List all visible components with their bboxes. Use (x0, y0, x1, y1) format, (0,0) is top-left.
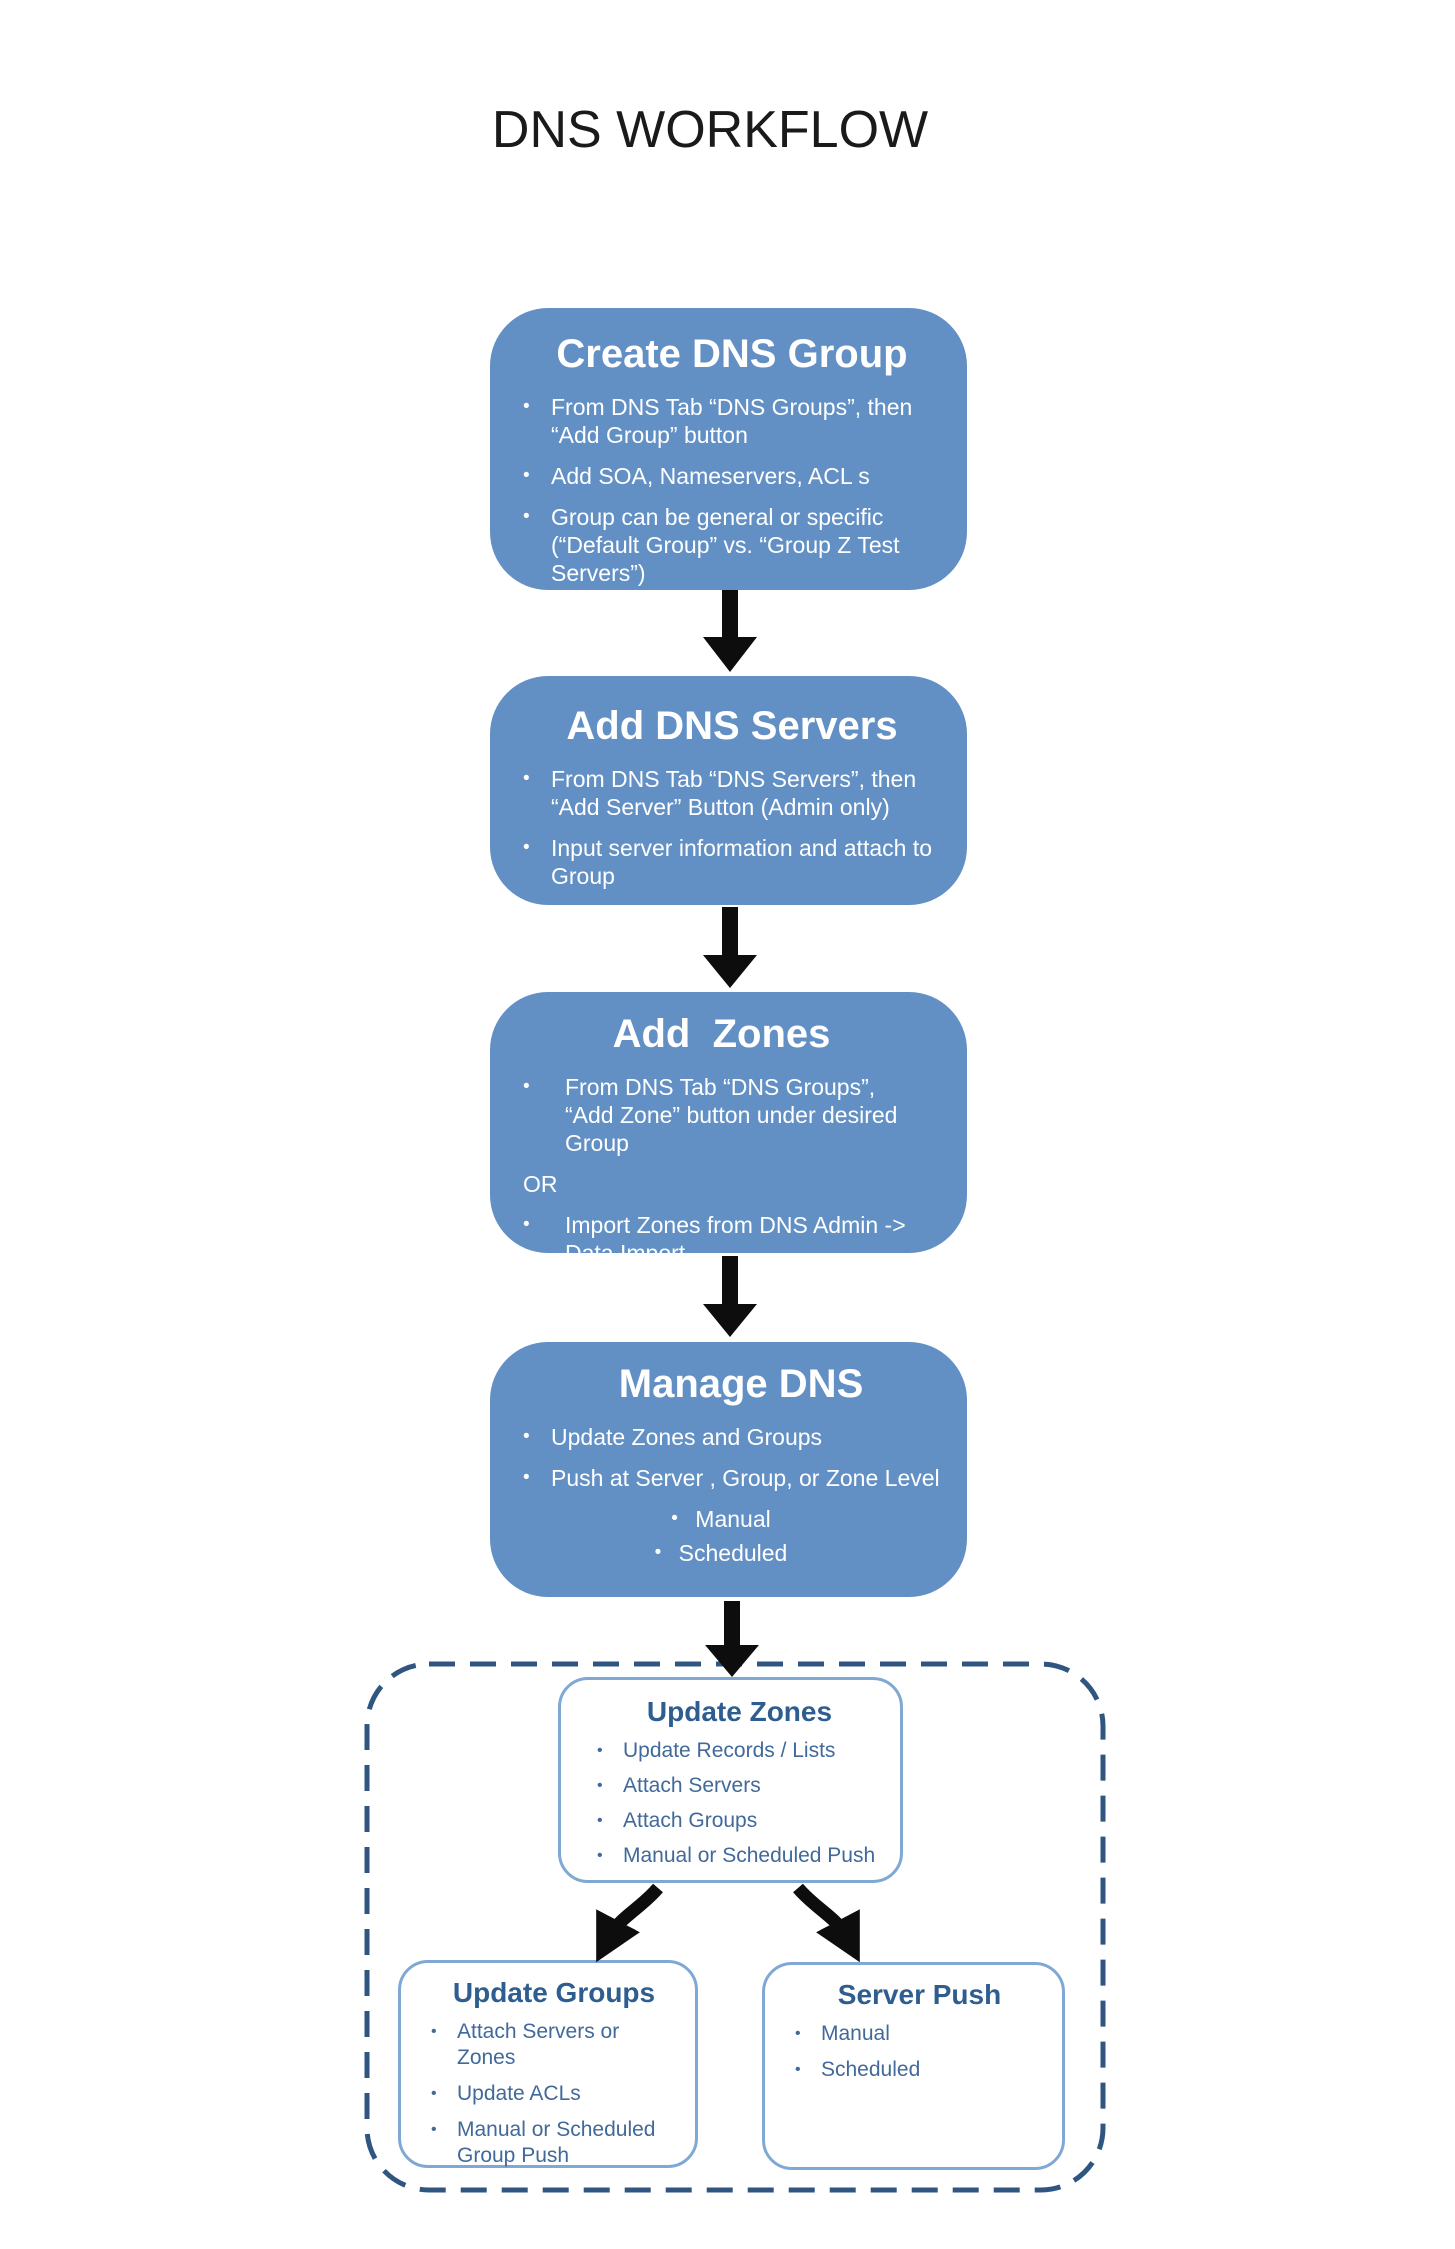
bullet-icon: • (523, 1076, 530, 1097)
bullet-icon: • (523, 506, 530, 528)
bullet-text: Update Zones and Groups (551, 1424, 823, 1450)
arrow-zones-to-manage-icon (703, 1256, 757, 1337)
arrow-update-zones-to-update-groups-icon (596, 1883, 663, 1963)
box-heading: Update Groups (452, 1977, 656, 2008)
arrow-create-to-servers-icon (703, 590, 757, 672)
bullet-item: • Scheduled (795, 2057, 1044, 2083)
flow-box-manage-dns: Manage DNS • Update Zones and Groups • P… (490, 1342, 967, 1597)
sub-bullet-item: • Scheduled (523, 1539, 919, 1567)
box-heading: Manage DNS (618, 1362, 864, 1406)
box-heading: Update Zones (646, 1696, 833, 1727)
bullet-item: • Attach Servers or Zones (431, 2019, 677, 2071)
bullet-item: • From DNS Tab “DNS Groups”, then “Add G… (523, 393, 941, 449)
bullet-item: • Attach Groups (597, 1808, 882, 1834)
bullet-icon: • (523, 1214, 530, 1236)
bullet-text: Attach Groups (623, 1809, 758, 1833)
bullet-icon: • (431, 2121, 437, 2139)
bullet-icon: • (523, 768, 530, 789)
flow-box-add-dns-servers: Add DNS Servers • From DNS Tab “DNS Serv… (490, 676, 967, 905)
bullet-text: Scheduled (821, 2058, 921, 2082)
bullet-item: • Add SOA, Nameservers, ACL s (523, 462, 941, 490)
bullet-item: • Group can be general or specific (“Def… (523, 503, 941, 587)
box-heading: Server Push (837, 1979, 1002, 2010)
bullet-icon: • (523, 1426, 530, 1447)
bullet-text: Manual (821, 2022, 890, 2045)
bullet-icon: • (523, 1467, 530, 1489)
bullet-text: Group can be general or specific (“Defau… (551, 504, 900, 587)
bullet-icon: • (431, 2085, 437, 2103)
bullet-text: Attach Servers (623, 1774, 761, 1798)
server-push-box: Server Push • Manual • Scheduled (762, 1962, 1065, 2170)
bullet-item: • Push at Server , Group, or Zone Level (523, 1464, 959, 1492)
bullet-text: From DNS Tab “DNS Groups”, then “Add Gro… (551, 394, 913, 449)
bullet-item: • Update Records / Lists (597, 1738, 882, 1764)
bullet-icon: • (597, 1812, 603, 1830)
bullet-icon: • (795, 2061, 801, 2079)
bullet-item: • From DNS Tab “DNS Groups”, “Add Zone” … (523, 1073, 920, 1157)
or-label: OR (523, 1171, 558, 1198)
bullet-text: Add SOA, Nameservers, ACL s (551, 463, 870, 490)
bullet-text: Update Records / Lists (623, 1739, 836, 1762)
bullet-icon: • (795, 2025, 801, 2042)
bullet-text: Input server information and attach to G… (551, 835, 932, 890)
box-heading: Add Zones (612, 1012, 831, 1056)
bullet-icon: • (654, 1542, 662, 1564)
sub-bullet-text: Scheduled (678, 1540, 788, 1567)
bullet-item: • Attach Servers (597, 1773, 882, 1799)
bullet-icon: • (597, 1777, 603, 1795)
bullet-text: Update ACLs (457, 2082, 581, 2106)
box-heading: Create DNS Group (556, 332, 908, 376)
bullet-item: • Update Zones and Groups (523, 1423, 959, 1451)
sub-bullet-text: Manual (695, 1506, 771, 1533)
bullet-icon: • (597, 1847, 603, 1865)
flow-box-add-zones: Add Zones • From DNS Tab “DNS Groups”, “… (490, 992, 967, 1266)
bullet-text: From DNS Tab “DNS Groups”, “Add Zone” bu… (565, 1074, 898, 1157)
sub-bullet-item: • Manual (523, 1505, 919, 1533)
bullet-item: • Import Zones from DNS Admin -> Data Im… (523, 1211, 920, 1267)
bullet-text: Manual or Scheduled Push (623, 1844, 876, 1868)
box-heading: Add DNS Servers (566, 704, 898, 748)
update-zones-box: Update Zones • Update Records / Lists • … (558, 1677, 903, 1883)
bullet-item: • Manual (795, 2021, 1044, 2047)
page-title: DNS WORKFLOW (491, 101, 929, 159)
arrow-servers-to-zones-icon (703, 907, 757, 988)
bullet-icon: • (597, 1742, 603, 1759)
bullet-icon: • (523, 396, 530, 417)
bullet-item: • Manual or Scheduled Push (597, 1843, 882, 1869)
bullet-item: • Update ACLs (431, 2081, 677, 2107)
flow-box-create-dns-group: Create DNS Group • From DNS Tab “DNS Gro… (490, 308, 967, 590)
arrow-update-zones-to-server-push-icon (793, 1883, 860, 1963)
bullet-item: • Manual or Scheduled Group Push (431, 2117, 677, 2169)
update-groups-box: Update Groups • Attach Servers or Zones … (398, 1960, 698, 2168)
bullet-icon: • (671, 1508, 678, 1530)
bullet-text: Push at Server , Group, or Zone Level (551, 1465, 940, 1492)
bullet-item: • From DNS Tab “DNS Servers”, then “Add … (523, 765, 941, 821)
arrow-manage-to-update-zones-icon (705, 1601, 759, 1677)
bullet-icon: • (431, 2023, 437, 2040)
bullet-item: • Input server information and attach to… (523, 834, 941, 890)
bullet-icon: • (523, 465, 530, 487)
bullet-text: Manual or Scheduled Group Push (457, 2118, 656, 2168)
bullet-icon: • (523, 837, 530, 859)
bullet-text: Import Zones from DNS Admin -> Data Impo… (565, 1212, 906, 1267)
bullet-text: Attach Servers or Zones (457, 2020, 620, 2070)
bullet-text: From DNS Tab “DNS Servers”, then “Add Se… (551, 766, 917, 821)
